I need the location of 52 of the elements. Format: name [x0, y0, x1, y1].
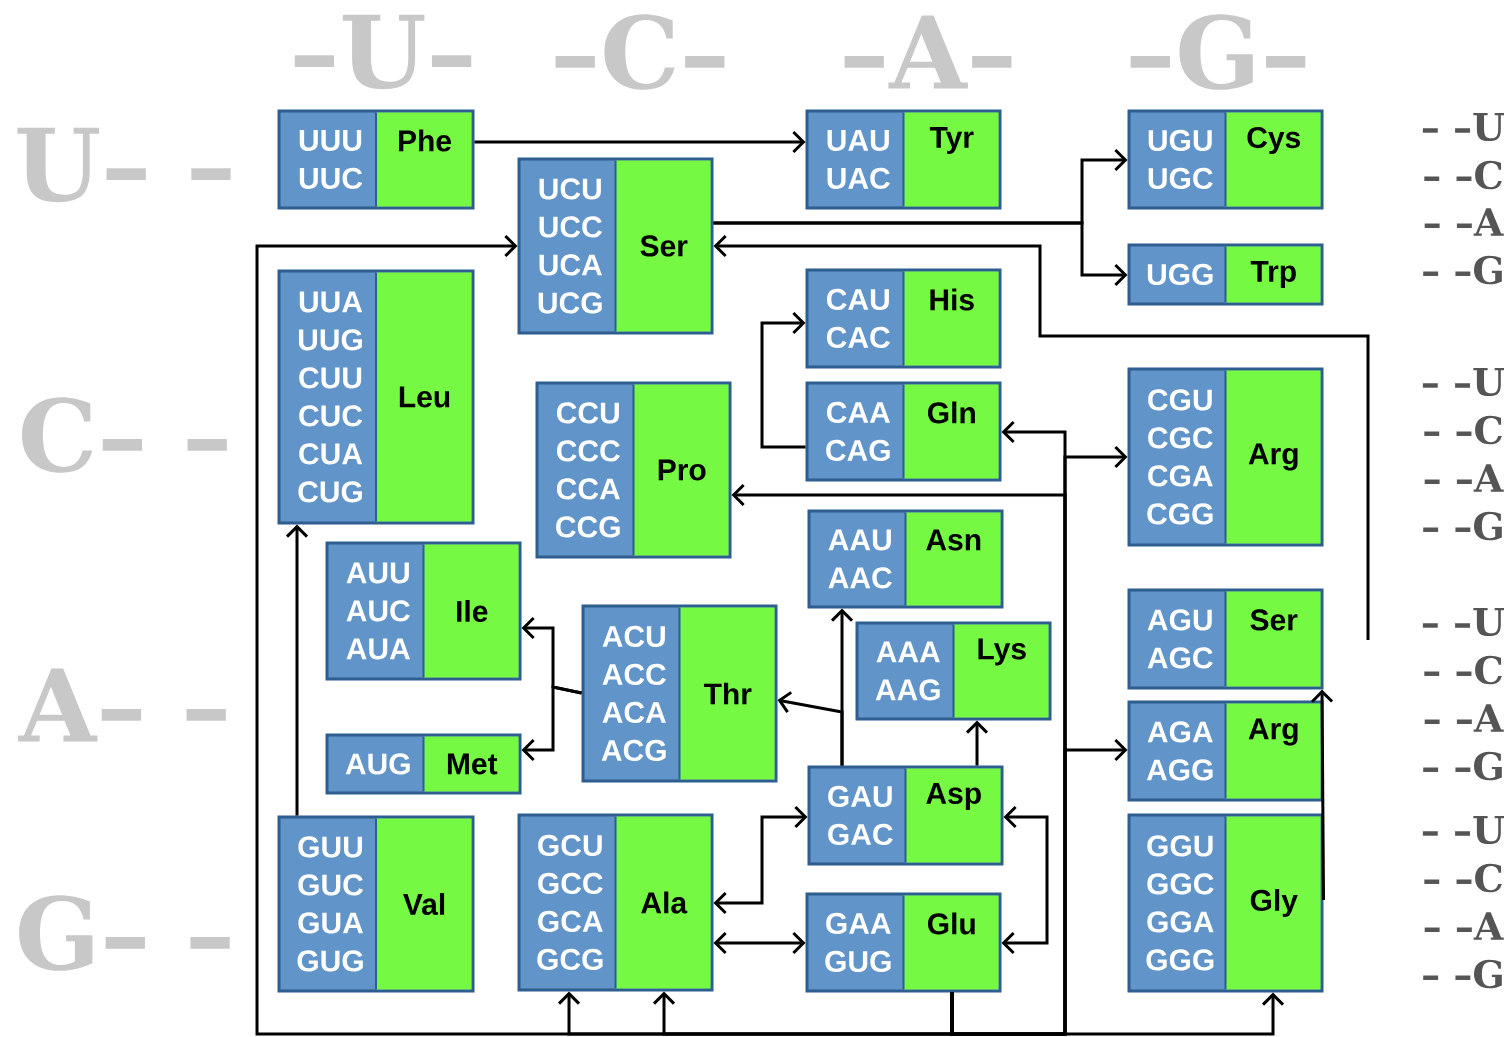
third-base-label: – –A — [1424, 208, 1504, 236]
third-base-label: – –C — [1424, 655, 1502, 685]
codon-box: CAA CAG Gln — [805, 381, 1002, 482]
third-base-label: – –C — [1424, 160, 1502, 190]
codon-box: GAU GAC Asp — [807, 765, 1004, 866]
third-base-label: – –A — [1424, 464, 1504, 492]
codon-box: GUU GUC GUA GUG Val — [277, 815, 475, 993]
arrow — [1311, 689, 1334, 900]
arrow — [713, 221, 1128, 287]
arrow — [760, 311, 806, 449]
codon-box: UGU UGC Cys — [1127, 109, 1324, 210]
arrow — [713, 234, 1370, 640]
codon-box: CGU CGC CGA CGG Arg — [1127, 367, 1324, 547]
arrow — [255, 234, 954, 1036]
codon-box: AUU AUC AUA Ile — [325, 541, 522, 681]
double-arrow — [713, 931, 806, 955]
third-base-label: – –G — [1423, 959, 1502, 989]
double-arrow — [1001, 805, 1049, 955]
codon-box: UUU UUC Phe — [277, 109, 475, 210]
arrow — [285, 524, 309, 816]
codon-box: UGG Trp — [1127, 243, 1324, 306]
arrow — [521, 685, 582, 762]
codon-box: CAU CAC His — [805, 268, 1002, 369]
codon-box: AGU AGC Ser — [1127, 588, 1324, 690]
arrow — [474, 130, 806, 154]
third-base-label: – –G — [1423, 255, 1502, 285]
double-arrow — [713, 805, 808, 915]
codon-box: ACU ACC ACA ACG Thr — [581, 604, 778, 783]
third-base-label: – –U — [1422, 367, 1504, 397]
codon-box: UUA UUG CUU CUC CUA CUG Leu — [277, 269, 475, 525]
arrow — [965, 720, 989, 766]
codon-box: AGA AGG Arg — [1127, 700, 1324, 802]
codon-box: GAA GUG Glu — [805, 892, 1002, 993]
codon-box: CCU CCC CCA CCG Pro — [535, 381, 732, 559]
third-base-label: – –G — [1423, 511, 1502, 541]
codon-box: AAU AAC Asn — [807, 509, 1004, 609]
third-base-label: – –G — [1423, 751, 1502, 781]
codon-box: GCU GCC GCA GCG Ala — [517, 813, 714, 992]
codon-box: UCU UCC UCA UCG Ser — [517, 157, 714, 335]
third-base-label: – –C — [1424, 863, 1502, 893]
third-base-label: – –U — [1422, 607, 1504, 637]
arrow — [777, 691, 844, 766]
third-base-label: – –U — [1422, 815, 1504, 845]
codon-box: GGU GGC GGA GGG Gly — [1127, 813, 1324, 993]
third-base-label: – –C — [1424, 415, 1502, 445]
third-base-label: – –U — [1422, 112, 1504, 142]
codon-box: AAA AAG Lys — [855, 621, 1052, 721]
codon-box: UAU UAC Tyr — [805, 109, 1002, 210]
arrow — [950, 992, 1285, 1036]
third-base-label: – –A — [1424, 912, 1504, 940]
third-base-label: – –A — [1424, 704, 1504, 732]
codon-box: AUG Met — [325, 733, 522, 795]
